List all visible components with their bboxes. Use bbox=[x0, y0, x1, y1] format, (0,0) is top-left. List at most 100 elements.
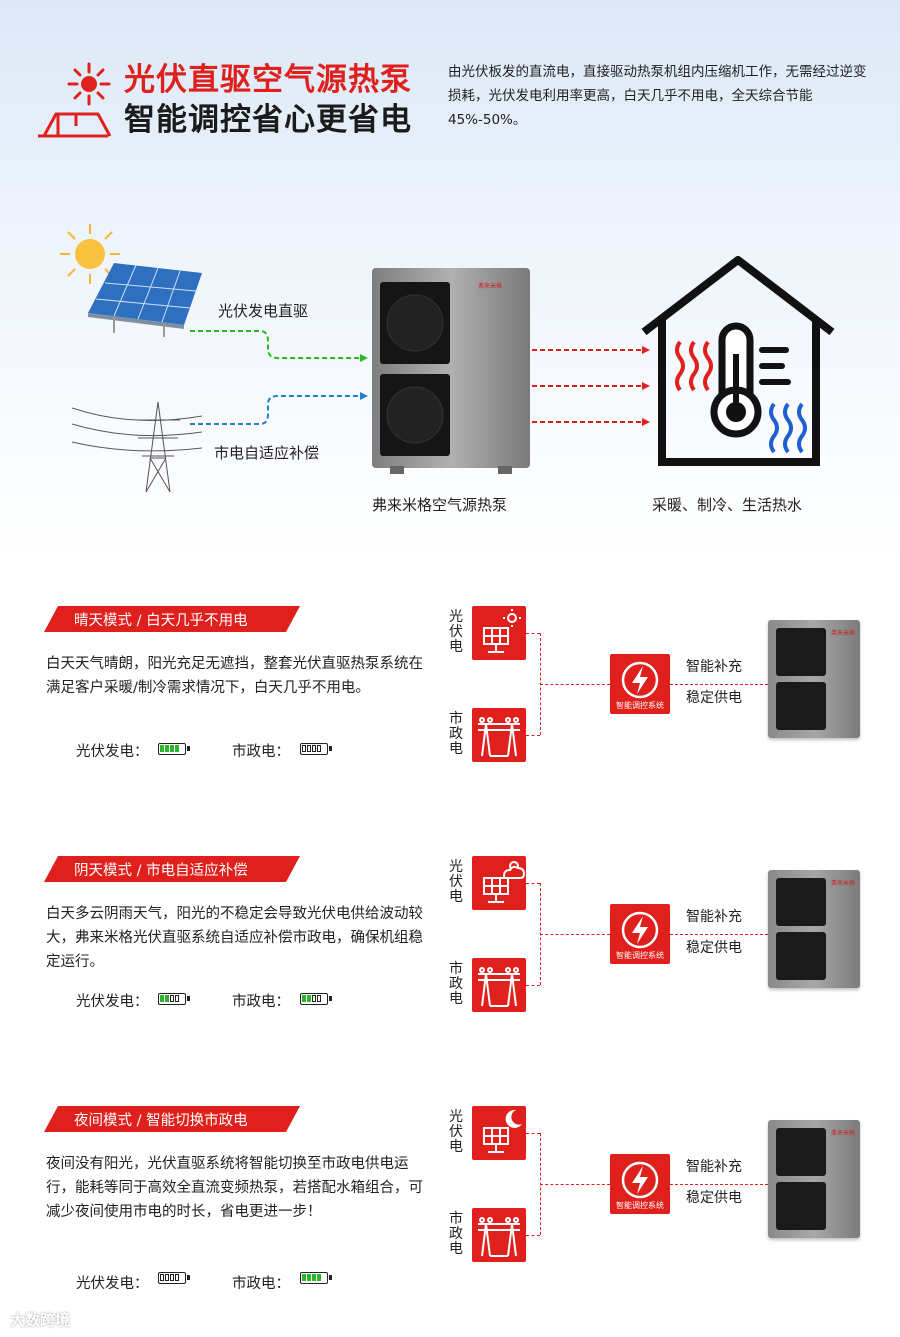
smart-supplement-label: 智能补充 bbox=[686, 659, 742, 675]
grid-source-box bbox=[472, 1208, 526, 1262]
battery-bar bbox=[170, 1274, 174, 1281]
power-pylon-icon bbox=[472, 717, 526, 766]
pv-source-box bbox=[472, 856, 526, 910]
battery-bar bbox=[307, 745, 311, 752]
heat-pump-label: 弗来米格空气源热泵 bbox=[372, 496, 508, 514]
header-logo-icon bbox=[36, 62, 116, 142]
smart-control-box: 智能调控系统 bbox=[610, 904, 670, 964]
pv-battery-icon bbox=[158, 743, 190, 755]
battery-bar bbox=[175, 745, 179, 752]
battery-bar bbox=[165, 745, 169, 752]
pv-direct-label: 光伏发电直驱 bbox=[218, 302, 309, 320]
power-pylon-icon bbox=[71, 398, 203, 494]
pv-battery-icon bbox=[158, 993, 190, 1005]
mode-title: 阴天模式 / 市电自适应补偿 bbox=[74, 863, 248, 879]
control-caption: 智能调控系统 bbox=[616, 951, 664, 960]
mode-title: 晴天模式 / 白天几乎不用电 bbox=[74, 613, 248, 629]
solar-panel-icon bbox=[472, 609, 526, 664]
intro-text: 由光伏板发的直流电，直接驱动热泵机组内压缩机工作，无需经过逆变损耗，光伏发电利用… bbox=[448, 64, 867, 128]
grid-source-box bbox=[472, 708, 526, 762]
battery-bar bbox=[160, 1274, 164, 1281]
battery-bar bbox=[312, 745, 316, 752]
stable-supply-label: 稳定供电 bbox=[686, 1190, 742, 1206]
battery-bar bbox=[312, 1274, 316, 1281]
battery-bar bbox=[302, 995, 306, 1002]
sun-icon bbox=[58, 222, 122, 286]
battery-bar bbox=[175, 995, 179, 1002]
battery-bar bbox=[317, 995, 321, 1002]
battery-bar bbox=[170, 995, 174, 1002]
grid-vertical-label: 市政电 bbox=[449, 711, 463, 757]
pv-vertical-label: 光伏电 bbox=[449, 1109, 463, 1155]
battery-bar bbox=[165, 1274, 169, 1281]
stable-supply-label: 稳定供电 bbox=[686, 690, 742, 706]
battery-bar bbox=[312, 995, 316, 1002]
power-pylon-icon bbox=[472, 967, 526, 1016]
stable-supply-label: 稳定供电 bbox=[686, 940, 742, 956]
heat-output-arrows bbox=[532, 346, 650, 426]
grid-vertical-label: 市政电 bbox=[449, 1211, 463, 1257]
battery-bar bbox=[302, 745, 306, 752]
battery-bar bbox=[307, 995, 311, 1002]
svg-text:弗来米格: 弗来米格 bbox=[478, 282, 502, 290]
heat-pump-unit-image: 弗来米格 bbox=[370, 266, 532, 476]
lightning-icon bbox=[610, 1161, 670, 1218]
house-thermometer-icon bbox=[634, 254, 844, 470]
page-subtitle: 智能调控省心更省电 bbox=[124, 102, 412, 138]
pv-arrow bbox=[190, 330, 368, 362]
battery-bar bbox=[317, 1274, 321, 1281]
grid-vertical-label: 市政电 bbox=[449, 961, 463, 1007]
solar-panel-icon bbox=[84, 255, 204, 339]
battery-bar bbox=[307, 1274, 311, 1281]
pv-vertical-label: 光伏电 bbox=[449, 859, 463, 905]
lightning-icon bbox=[610, 911, 670, 968]
smart-control-box: 智能调控系统 bbox=[610, 1154, 670, 1214]
heat-pump-unit-image: 弗来米格 bbox=[768, 870, 860, 988]
lightning-icon bbox=[610, 661, 670, 718]
grid-battery-icon bbox=[300, 1272, 332, 1284]
grid-compensation-label: 市电自适应补偿 bbox=[214, 444, 320, 462]
battery-bar bbox=[170, 745, 174, 752]
pv-status-label: 光伏发电： bbox=[76, 994, 149, 1010]
pv-vertical-label: 光伏电 bbox=[449, 609, 463, 655]
unit-logo: 弗来米格 bbox=[830, 1130, 855, 1137]
mode-banner: 晴天模式 / 白天几乎不用电 bbox=[44, 606, 300, 632]
heat-pump-unit-image: 弗来米格 bbox=[768, 1120, 860, 1238]
smart-supplement-label: 智能补充 bbox=[686, 1159, 742, 1175]
power-pylon-icon bbox=[472, 1217, 526, 1266]
heat-pump-unit-image: 弗来米格 bbox=[768, 620, 860, 738]
watermark: 大数跨境 bbox=[10, 1311, 71, 1329]
control-caption: 智能调控系统 bbox=[616, 1201, 664, 1210]
mode-description: 白天多云阴雨天气，阳光的不稳定会导致光伏电供给波动较大，弗来米格光伏直驱系统自适… bbox=[46, 906, 423, 970]
grid-status-label: 市政电： bbox=[232, 994, 290, 1010]
mode-banner: 阴天模式 / 市电自适应补偿 bbox=[44, 856, 300, 882]
battery-bar bbox=[160, 745, 164, 752]
solar-panel-icon bbox=[472, 1109, 526, 1164]
smart-supplement-label: 智能补充 bbox=[686, 909, 742, 925]
grid-arrow bbox=[190, 392, 368, 425]
pv-status-label: 光伏发电： bbox=[76, 1276, 149, 1292]
grid-status-label: 市政电： bbox=[232, 1276, 290, 1292]
grid-source-box bbox=[472, 958, 526, 1012]
solar-panel-icon bbox=[472, 861, 526, 914]
page-title: 光伏直驱空气源热泵 bbox=[124, 62, 412, 98]
mode-title: 夜间模式 / 智能切换市政电 bbox=[74, 1113, 248, 1129]
grid-status-label: 市政电： bbox=[232, 744, 290, 760]
control-caption: 智能调控系统 bbox=[616, 701, 664, 710]
mode-description: 白天天气晴朗，阳光充足无遮挡，整套光伏直驱热泵系统在满足客户采暖/制冷需求情况下… bbox=[46, 656, 423, 696]
pv-source-box bbox=[472, 1106, 526, 1160]
pv-source-box bbox=[472, 606, 526, 660]
unit-logo: 弗来米格 bbox=[830, 630, 855, 637]
battery-bar bbox=[165, 995, 169, 1002]
mode-banner: 夜间模式 / 智能切换市政电 bbox=[44, 1106, 300, 1132]
pv-battery-icon bbox=[158, 1272, 190, 1284]
pv-status-label: 光伏发电： bbox=[76, 744, 149, 760]
battery-bar bbox=[302, 1274, 306, 1281]
battery-bar bbox=[160, 995, 164, 1002]
house-label: 采暖、制冷、生活热水 bbox=[652, 496, 803, 514]
smart-control-box: 智能调控系统 bbox=[610, 654, 670, 714]
unit-logo: 弗来米格 bbox=[830, 880, 855, 887]
battery-bar bbox=[317, 745, 321, 752]
battery-bar bbox=[175, 1274, 179, 1281]
grid-battery-icon bbox=[300, 743, 332, 755]
